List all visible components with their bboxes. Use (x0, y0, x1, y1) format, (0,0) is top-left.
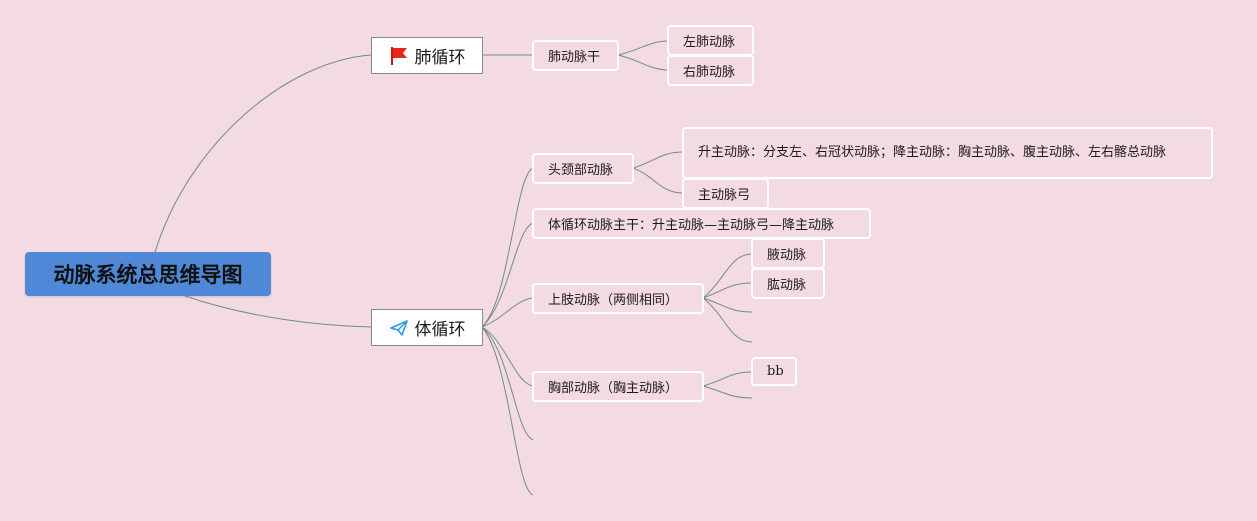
connector-thoracic-bb (702, 371, 753, 387)
root-node-label: 动脉系统总思维导图 (53, 263, 243, 287)
node-ascending-aorta-detail-label: 升主动脉：分支左、右冠状动脉；降主动脉：胸主动脉、腹主动脉、左右髂总动脉 (698, 145, 1167, 160)
node-bb-label: bb (767, 364, 784, 379)
root-node[interactable]: 动脉系统总思维导图 (25, 252, 271, 296)
node-brachial-artery-label: 肱动脉 (767, 278, 807, 293)
branch-systemic-label: 体循环 (414, 320, 466, 340)
connector-headneck-arch (632, 167, 684, 194)
connector-upperlimb-brachial (702, 282, 753, 299)
branch-pulmonary-label: 肺循环 (414, 48, 466, 68)
node-thoracic-arteries-label: 胸部动脉（胸主动脉） (548, 381, 679, 396)
node-upper-limb-arteries-label: 上肢动脉（两侧相同） (548, 293, 679, 308)
node-axillary-artery[interactable]: 腋动脉 (751, 238, 825, 269)
connector-trunk-left (617, 40, 669, 56)
connector-systemic-empty-1 (481, 326, 534, 441)
paper-plane-icon (389, 319, 408, 336)
node-aortic-arch-label: 主动脉弓 (698, 188, 751, 203)
node-head-neck-arteries[interactable]: 头颈部动脉 (532, 153, 634, 184)
node-systemic-main-trunk[interactable]: 体循环动脉主干：升主动脉—主动脉弓—降主动脉 (532, 208, 871, 239)
branch-pulmonary-circulation[interactable]: 肺循环 (371, 37, 483, 74)
node-left-pulmonary-artery[interactable]: 左肺动脉 (667, 25, 754, 56)
node-right-pulmonary-artery-label: 右肺动脉 (683, 65, 736, 80)
node-axillary-artery-label: 腋动脉 (767, 248, 807, 263)
connector-systemic-empty-2 (481, 326, 534, 496)
connector-systemic-main (481, 222, 534, 328)
node-aortic-arch[interactable]: 主动脉弓 (682, 178, 769, 209)
node-head-neck-arteries-label: 头颈部动脉 (548, 163, 614, 178)
node-systemic-main-trunk-label: 体循环动脉主干：升主动脉—主动脉弓—降主动脉 (548, 218, 835, 233)
node-left-pulmonary-artery-label: 左肺动脉 (683, 35, 736, 50)
connector-thoracic-empty (702, 385, 753, 399)
node-pulmonary-trunk-label: 肺动脉干 (548, 50, 601, 65)
connector-headneck-ascending (632, 151, 684, 169)
node-right-pulmonary-artery[interactable]: 右肺动脉 (667, 55, 754, 86)
connector-upperlimb-axillary (702, 253, 753, 299)
connector-trunk-right (617, 54, 669, 71)
red-flag-icon (390, 46, 407, 65)
connector-systemic-headneck (481, 167, 534, 328)
node-thoracic-arteries[interactable]: 胸部动脉（胸主动脉） (532, 371, 704, 402)
connector-upperlimb-empty-2 (702, 297, 753, 343)
node-brachial-artery[interactable]: 肱动脉 (751, 268, 825, 299)
branch-systemic-circulation[interactable]: 体循环 (371, 309, 483, 346)
connector-upperlimb-empty-1 (702, 297, 753, 313)
node-ascending-aorta-detail[interactable]: 升主动脉：分支左、右冠状动脉；降主动脉：胸主动脉、腹主动脉、左右髂总动脉 (682, 127, 1213, 179)
node-bb[interactable]: bb (751, 357, 797, 386)
connector-root-pulmonary (154, 54, 373, 253)
connector-systemic-thoracic (481, 326, 534, 387)
connector-systemic-upperlimb (481, 297, 534, 328)
node-pulmonary-trunk[interactable]: 肺动脉干 (532, 40, 619, 71)
connector-root-systemic (184, 295, 373, 328)
node-upper-limb-arteries[interactable]: 上肢动脉（两侧相同） (532, 283, 704, 314)
